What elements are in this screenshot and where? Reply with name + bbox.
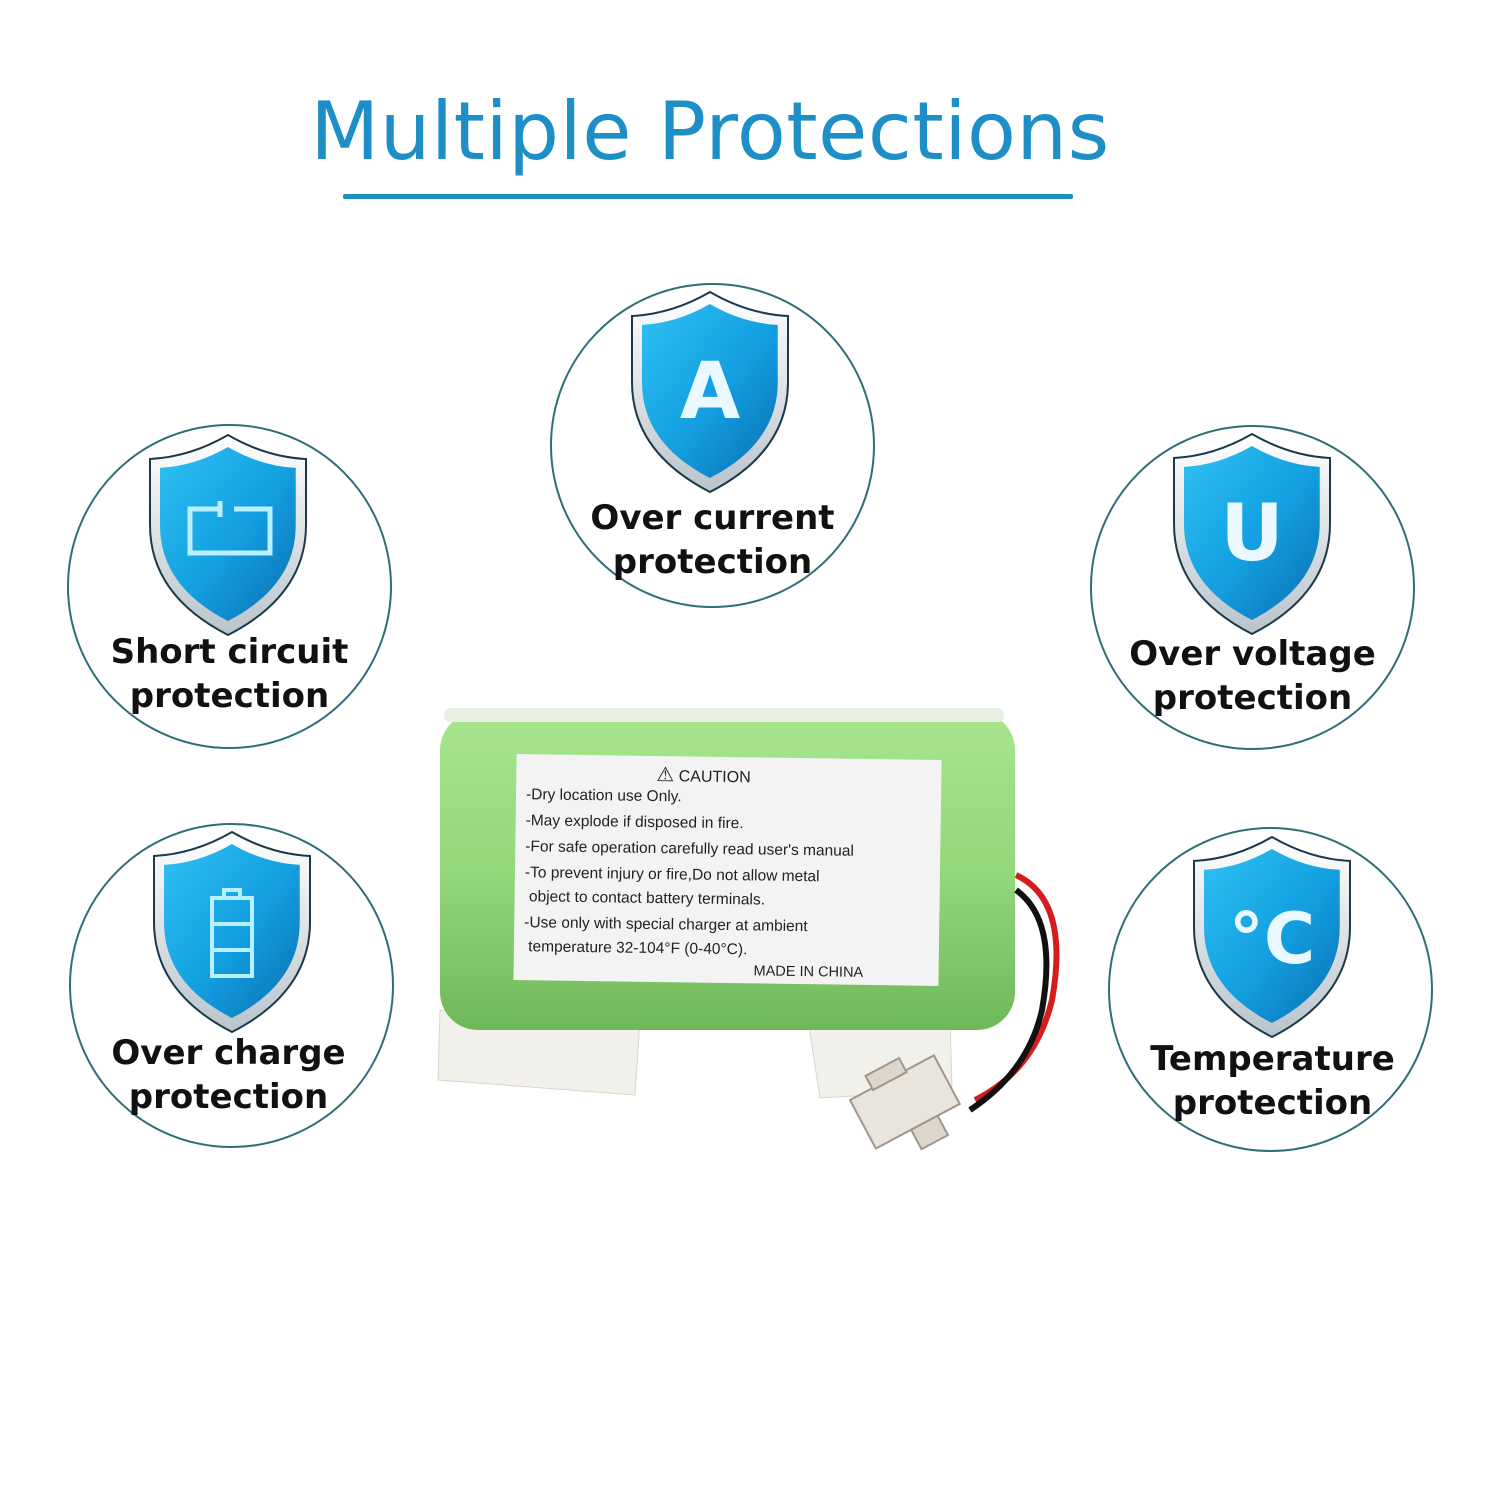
short-circuit-icon <box>149 434 307 636</box>
letter-u-icon: U <box>1173 433 1331 635</box>
caution-line: -May explode if disposed in fire. <box>525 812 744 833</box>
caution-line: object to contact battery terminals. <box>524 888 766 909</box>
made-in-label: MADE IN CHINA <box>753 963 864 981</box>
caution-line: -To prevent injury or fire,Do not allow … <box>524 864 820 886</box>
svg-text:U: U <box>1220 489 1283 579</box>
svg-text:°C: °C <box>1229 898 1315 980</box>
caution-line: -For safe operation carefully read user'… <box>525 838 855 860</box>
letter-a-icon: A <box>631 291 789 493</box>
celsius-icon: °C <box>1193 836 1351 1038</box>
caution-line: temperature 32-104°F (0-40°C). <box>523 938 748 959</box>
svg-text:A: A <box>680 347 740 437</box>
caution-line: -Dry location use Only. <box>525 786 682 806</box>
battery-charge-icon <box>153 831 311 1033</box>
title-underline <box>343 194 1073 199</box>
warning-triangle-icon: ⚠ <box>656 763 675 787</box>
caution-line: -Use only with special charger at ambien… <box>524 914 808 936</box>
caution-heading: ⚠ CAUTION <box>656 763 751 787</box>
page-title: Multiple Protections <box>310 85 1110 178</box>
caution-label: ⚠ CAUTION -Dry location use Only. -May e… <box>513 754 942 986</box>
